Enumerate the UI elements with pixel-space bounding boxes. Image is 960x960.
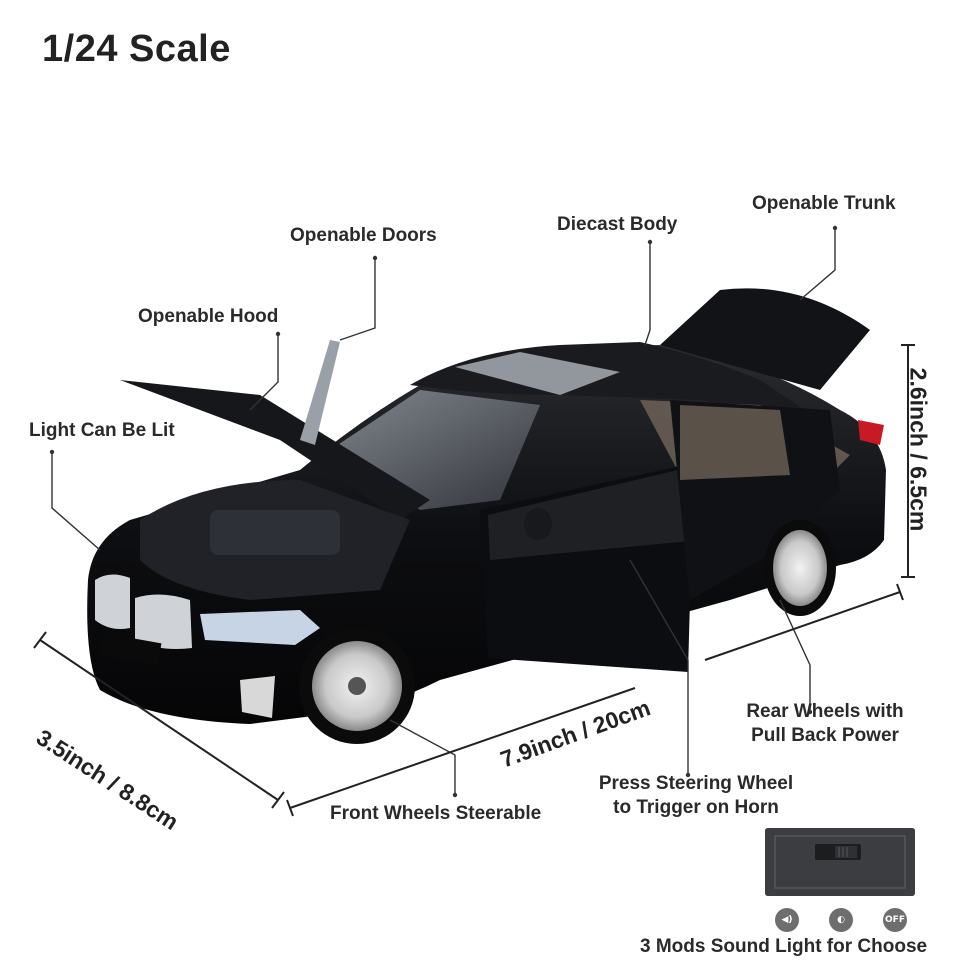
light-leader xyxy=(51,452,101,551)
length-dimension-rear xyxy=(704,591,901,661)
label-light-can-be-lit: Light Can Be Lit xyxy=(29,420,175,441)
car-body xyxy=(87,288,886,744)
dimension-lines xyxy=(33,344,915,817)
rear-wheels-line-2: Pull Back Power xyxy=(751,725,899,746)
label-front-wheels: Front Wheels Steerable xyxy=(330,803,542,824)
length-dimension-front xyxy=(289,687,636,809)
label-openable-trunk: Openable Trunk xyxy=(752,193,896,214)
rear-wheel-leader xyxy=(779,599,811,712)
front-wheel-leader xyxy=(389,719,456,795)
trunk-leader xyxy=(799,228,836,301)
label-rear-wheels: Rear Wheels with Pull Back Power xyxy=(730,700,920,748)
callout-lines xyxy=(51,228,836,795)
mode-switch-photo xyxy=(765,828,915,896)
light-icon: ◐ xyxy=(829,908,853,932)
label-openable-hood: Openable Hood xyxy=(138,306,279,327)
callout-dots xyxy=(49,225,838,798)
steering-leader xyxy=(629,559,689,775)
label-diecast-body: Diecast Body xyxy=(557,214,678,235)
width-dimension-line xyxy=(39,639,279,801)
sound-icon: ◀) xyxy=(775,908,799,932)
page-title: 1/24 Scale xyxy=(42,28,231,70)
label-three-modes: 3 Mods Sound Light for Choose xyxy=(640,936,928,957)
label-steering-wheel: Press Steering Wheel to Trigger on Horn xyxy=(588,772,804,820)
steering-line-1: Press Steering Wheel xyxy=(598,773,794,794)
license-plate xyxy=(98,632,162,666)
height-dimension-label: 2.6inch / 6.5cm xyxy=(905,367,932,532)
body-leader xyxy=(644,242,651,346)
label-openable-doors: Openable Doors xyxy=(290,225,437,246)
hood-leader xyxy=(249,334,279,411)
rear-wheels-line-1: Rear Wheels with xyxy=(746,701,904,722)
doors-leader xyxy=(339,258,376,341)
steering-line-2: to Trigger on Horn xyxy=(613,797,779,818)
off-icon: OFF xyxy=(883,908,907,932)
